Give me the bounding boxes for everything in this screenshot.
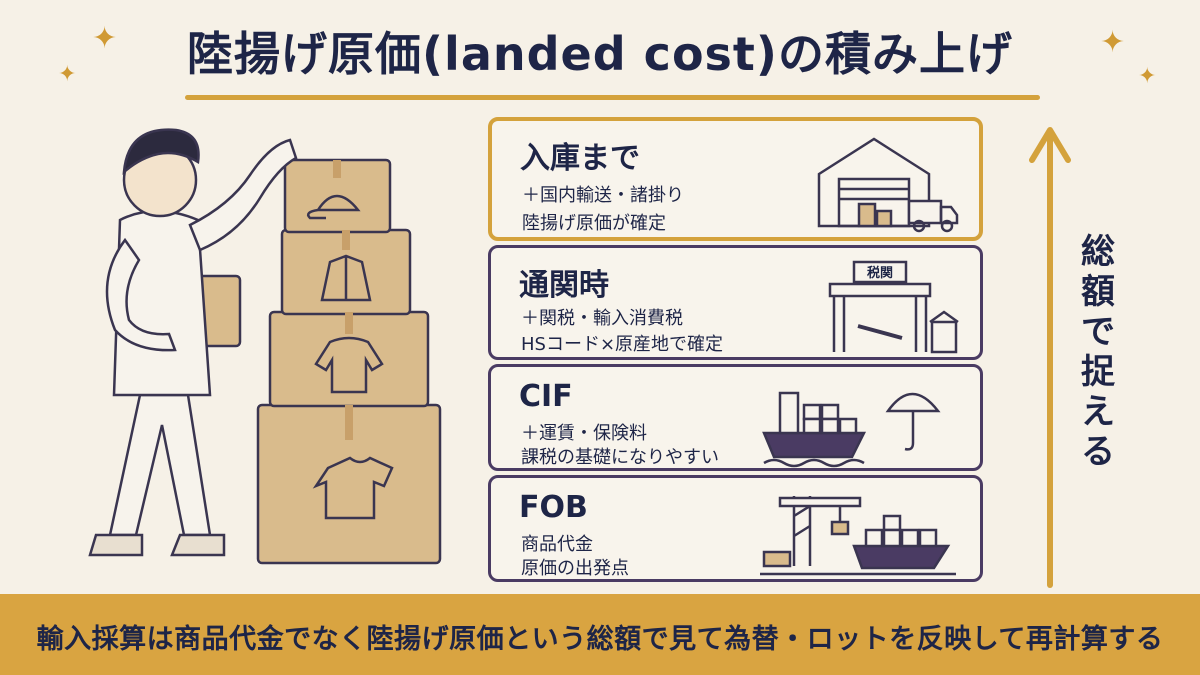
person-arm-carry [105,237,177,352]
stage-customs: 通関時 ＋関税・輸入消費税 HSコード×原産地で確定 税関 [488,245,983,360]
person-legs [108,393,212,537]
stage-line: HSコード×原産地で確定 [521,334,724,355]
jacket-icon [320,254,372,302]
stage-warehouse: 入庫まで ＋国内輸送・諸掛り 陸揚げ原価が確定 [488,117,983,241]
axis-label: 総額で捉える [1081,232,1115,472]
warehouse-truck-icon [817,137,959,233]
sparkle-icon: ✦ [92,21,118,56]
cap-icon [307,194,361,220]
banner-text: 輸入採算は商品代金でなく陸揚げ原価という総額で見て為替・ロットを反映して再計算す… [36,624,1164,655]
page-title: 陸揚げ原価(landed cost)の積み上げ [187,27,1013,81]
stage-fob: FOB 商品代金 原価の出発点 [488,475,983,582]
stage-line: ＋関税・輸入消費税 [521,308,683,329]
person-hair [122,128,200,175]
title-underline [185,95,1040,100]
gate-sign-text: 税関 [867,265,893,281]
stage-line: 商品代金 [521,534,593,555]
person-shoes [88,533,226,557]
upward-arrow-icon [1029,127,1071,588]
tshirt-icon [312,456,394,520]
person-arm-raised [188,138,298,252]
stage-line: 課税の基礎になりやすい [521,447,719,468]
stage-title: CIF [519,379,573,414]
sparkle-icon: ✦ [1100,25,1126,60]
stage-line: ＋運賃・保険料 [521,423,647,444]
stage-line: 原価の出発点 [521,558,629,579]
stage-title: 通関時 [519,268,609,303]
bottom-banner [0,594,1200,675]
port-crane-ship-icon [760,496,956,576]
stage-title: 入庫まで [520,141,640,176]
stage-line: ＋国内輸送・諸掛り [522,185,684,206]
sweater-icon [314,336,384,394]
stage-cif: CIF ＋運賃・保険料 課税の基礎になりやすい [488,364,983,471]
customs-gate-icon: 税関 [828,260,959,354]
sparkle-icon: ✦ [1138,64,1157,89]
sparkle-icon: ✦ [58,62,77,87]
stage-title: FOB [519,490,588,525]
person-stacking-boxes-illustration [88,128,442,565]
stage-line: 陸揚げ原価が確定 [522,213,666,234]
ship-umbrella-icon [762,391,941,468]
